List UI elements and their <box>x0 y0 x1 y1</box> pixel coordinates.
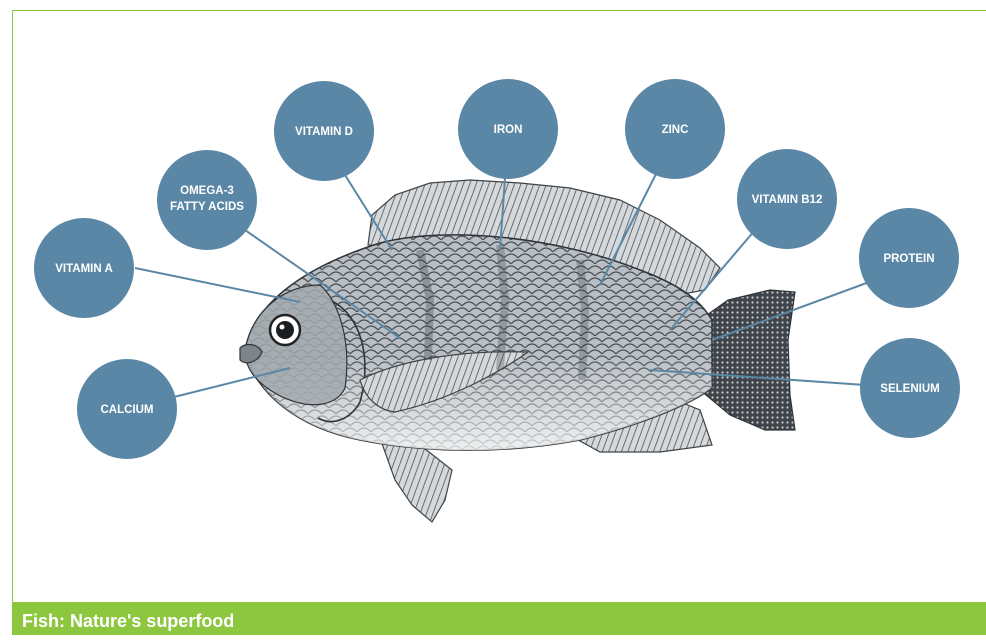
bubble-protein: PROTEIN <box>859 208 959 308</box>
fish-illustration <box>240 180 795 522</box>
bubble-vitamin-d: VITAMIN D <box>274 81 374 181</box>
label-zinc: ZINC <box>662 124 689 136</box>
label-omega-3-line1: OMEGA-3 <box>180 185 234 197</box>
bubble-calcium: CALCIUM <box>77 359 177 459</box>
figure-caption: Fish: Nature's superfood <box>12 602 986 635</box>
bubble-iron: IRON <box>458 79 558 179</box>
bubble-selenium: SELENIUM <box>860 338 960 438</box>
label-calcium: CALCIUM <box>100 404 153 416</box>
bubble-omega-3: OMEGA-3 FATTY ACIDS <box>157 150 257 250</box>
bubble-vitamin-b12: VITAMIN B12 <box>737 149 837 249</box>
leader-line-vitamin-a <box>135 268 300 302</box>
label-protein: PROTEIN <box>883 253 934 265</box>
label-iron: IRON <box>494 124 523 136</box>
tail-fin <box>700 290 795 430</box>
bubble-zinc: ZINC <box>625 79 725 179</box>
label-vitamin-d: VITAMIN D <box>295 126 353 138</box>
label-omega-3-line2: FATTY ACIDS <box>170 201 244 213</box>
label-vitamin-b12: VITAMIN B12 <box>752 194 823 206</box>
pelvic-fin <box>380 438 452 522</box>
label-vitamin-a: VITAMIN A <box>55 263 113 275</box>
head <box>245 285 347 405</box>
fish-nutrient-diagram: VITAMIN A OMEGA-3 FATTY ACIDS VITAMIN D … <box>0 0 986 600</box>
bubble-vitamin-a: VITAMIN A <box>34 218 134 318</box>
label-selenium: SELENIUM <box>880 383 939 395</box>
